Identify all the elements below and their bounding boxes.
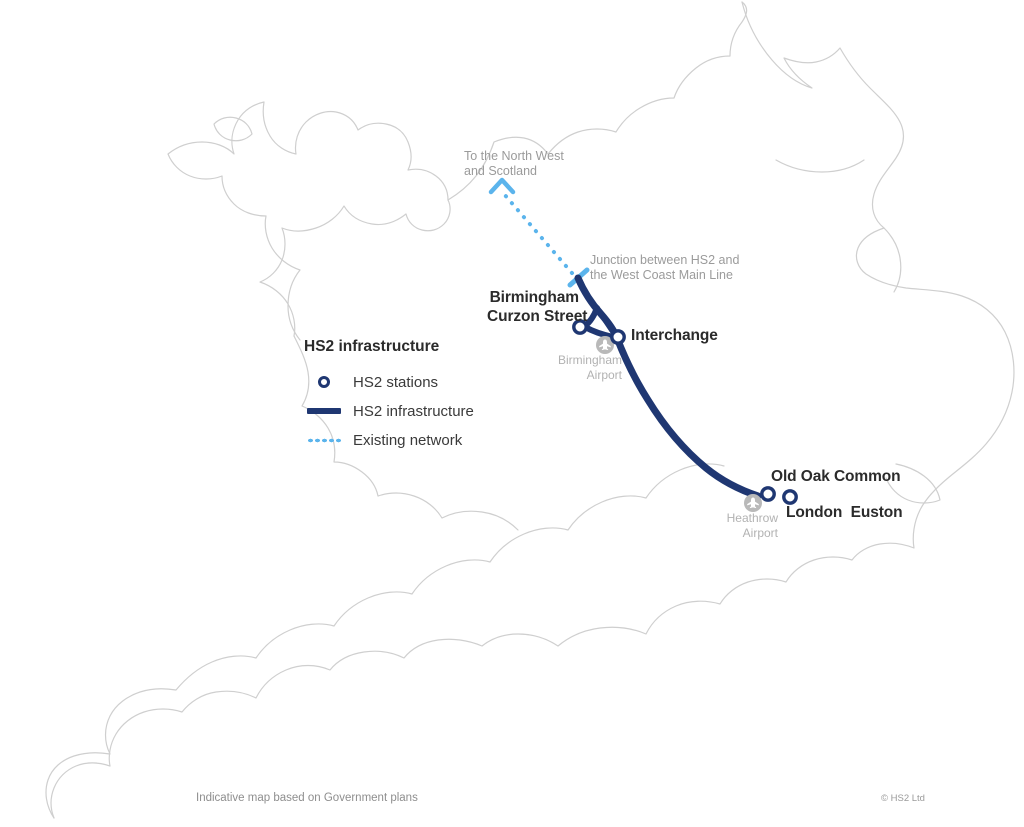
station-label-birmingham-curzon-street: Birmingham Curzon Street <box>487 289 588 325</box>
station-marker-london-euston[interactable] <box>782 489 798 505</box>
map-legend: HS2 infrastructure HS2 stations HS2 infr… <box>304 338 544 456</box>
existing-network-arrow-icon <box>488 177 516 195</box>
legend-item-stations: HS2 stations <box>304 369 544 395</box>
solid-line-icon <box>304 408 344 414</box>
birmingham-airport-icon <box>596 336 614 354</box>
airport-label-heathrow: Heathrow Airport <box>726 511 778 540</box>
station-marker-interchange[interactable] <box>610 329 626 345</box>
footer-caption: Indicative map based on Government plans <box>196 792 418 804</box>
coastline-outline <box>45 1 1015 819</box>
legend-label-stations: HS2 stations <box>353 373 439 391</box>
station-ring-icon <box>304 376 344 388</box>
legend-label-existing-network: Existing network <box>353 431 463 449</box>
legend-label-infrastructure: HS2 infrastructure <box>353 402 474 420</box>
station-label-old-oak-common: Old Oak Common <box>771 468 901 485</box>
legend-item-existing-network: Existing network <box>304 427 544 453</box>
station-marker-old-oak-common[interactable] <box>760 486 776 502</box>
station-label-london-euston: London Euston <box>786 504 903 521</box>
station-label-interchange: Interchange <box>631 327 718 344</box>
station-marker-birmingham-curzon-street[interactable] <box>572 319 588 335</box>
airport-label-birmingham: Birmingham Airport <box>557 353 622 382</box>
hs2-infrastructure-line <box>574 274 762 500</box>
dotted-line-icon <box>304 437 344 443</box>
legend-item-infrastructure: HS2 infrastructure <box>304 398 544 424</box>
heathrow-airport-icon <box>744 494 762 512</box>
existing-network-line <box>488 177 590 288</box>
annotation-wcml-junction: Junction between HS2 and the West Coast … <box>590 253 740 283</box>
legend-title: HS2 infrastructure <box>304 338 440 355</box>
footer-copyright: © HS2 Ltd <box>881 793 925 804</box>
annotation-north-west-scotland: To the North West and Scotland <box>464 149 564 179</box>
